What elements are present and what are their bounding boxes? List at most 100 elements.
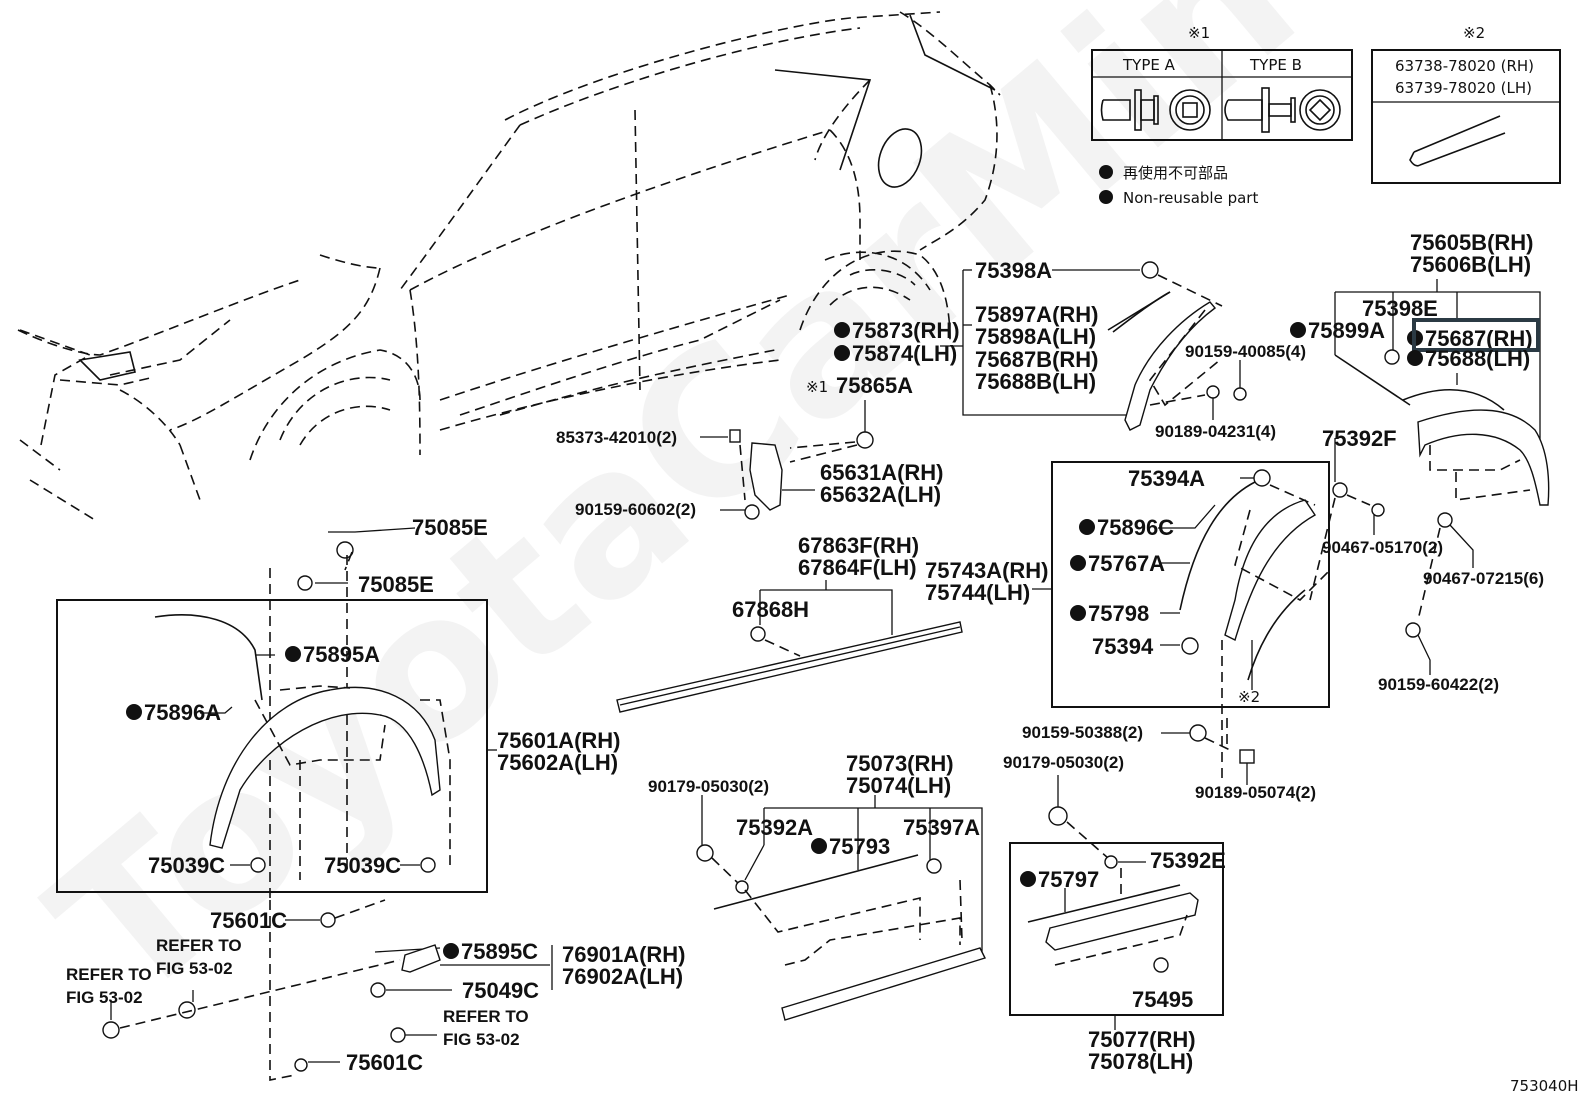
part-label-75895C[interactable]: 75895C <box>461 939 538 964</box>
part-label-67863F[interactable]: 67863F(RH) <box>798 533 919 558</box>
bolt-75085E-2-icon <box>297 575 313 591</box>
part-label-75078[interactable]: 75078(LH) <box>1088 1049 1193 1074</box>
vehicle-body-outline <box>17 11 1001 521</box>
part-label-75392A[interactable]: 75392A <box>736 815 813 840</box>
non-reusable-dot <box>285 646 301 662</box>
non-reusable-dot <box>1070 605 1086 621</box>
non-reusable-dot <box>811 838 827 854</box>
part-label-75601C-1[interactable]: 75601C <box>210 908 287 933</box>
part-label-75073[interactable]: 75073(RH) <box>846 751 954 776</box>
screw-90159-60602-icon <box>744 504 760 520</box>
refer-fig-label-1[interactable]: FIG 53-02 <box>156 959 233 978</box>
part-label-75897A[interactable]: 75897A(RH) <box>975 302 1099 327</box>
refer-to-label-1[interactable]: REFER TO <box>156 936 242 955</box>
rear-wheel-opening-molding-group <box>1334 279 1550 506</box>
part-label-75874[interactable]: 75874(LH) <box>852 341 957 366</box>
refer-fig-label-3[interactable]: FIG 53-02 <box>443 1030 520 1049</box>
part-label-75896C[interactable]: 75896C <box>1097 515 1174 540</box>
legend-note2-box: ※2 63738-78020 (RH) 63739-78020 (LH) <box>1371 24 1561 184</box>
part-label-75495[interactable]: 75495 <box>1132 987 1193 1012</box>
part-label-90189-05074[interactable]: 90189-05074(2) <box>1195 783 1316 802</box>
part-label-75793[interactable]: 75793 <box>829 834 890 859</box>
seal-strip-icon <box>1409 115 1506 167</box>
part-label-75798[interactable]: 75798 <box>1088 601 1149 626</box>
non-reusable-dot <box>1079 519 1095 535</box>
part-label-75392F[interactable]: 75392F <box>1322 426 1397 451</box>
part-label-75896A[interactable]: 75896A <box>144 700 221 725</box>
part-label-75865A[interactable]: 75865A <box>836 373 913 398</box>
grommet-icon <box>178 1001 196 1019</box>
clip-90467-05170-icon <box>1371 503 1385 517</box>
part-label-75873[interactable]: 75873(RH) <box>852 318 960 343</box>
mudguard-group: ※1 75865A <box>700 373 913 520</box>
part-label-75767A[interactable]: 75767A <box>1088 551 1165 576</box>
screw-90159-40085-icon <box>1233 387 1247 401</box>
non-reusable-dot <box>1020 871 1036 887</box>
non-reusable-label-jp: 再使用不可部品 <box>1123 164 1228 182</box>
part-label-75074[interactable]: 75074(LH) <box>846 773 951 798</box>
part-label-76902A[interactable]: 76902A(LH) <box>562 964 683 989</box>
clip-75865A-icon <box>856 431 874 449</box>
part-label-75085E-1[interactable]: 75085E <box>412 515 488 540</box>
non-reusable-dot <box>1070 555 1086 571</box>
clip-75495-icon <box>1153 957 1169 973</box>
clip-75039C-2-icon <box>420 857 436 873</box>
part-label-75895A[interactable]: 75895A <box>303 642 380 667</box>
part-label-75687B[interactable]: 75687B(RH) <box>975 347 1099 372</box>
part-label-75601C-2[interactable]: 75601C <box>346 1050 423 1075</box>
part-label-75898A[interactable]: 75898A(LH) <box>975 324 1096 349</box>
part-label-75602A[interactable]: 75602A(LH) <box>497 750 618 775</box>
part-label-90159-60602[interactable]: 90159-60602(2) <box>575 500 696 519</box>
part-label-75688[interactable]: 75688(LH) <box>1425 346 1530 371</box>
part-label-75077[interactable]: 75077(RH) <box>1088 1027 1196 1052</box>
part-label-75085E-2[interactable]: 75085E <box>358 572 434 597</box>
part-label-90179-05030-1[interactable]: 90179-05030(2) <box>648 777 769 796</box>
part-label-75394A[interactable]: 75394A <box>1128 466 1205 491</box>
mudguard-icon <box>749 442 783 511</box>
type-a-label: TYPE A <box>1122 56 1176 74</box>
part-label-75601A[interactable]: 75601A(RH) <box>497 728 621 753</box>
non-reusable-dot <box>834 322 850 338</box>
part-label-85373-42010[interactable]: 85373-42010(2) <box>556 428 677 447</box>
refer-fig-label-2[interactable]: FIG 53-02 <box>66 988 143 1007</box>
part-label-90467-07215[interactable]: 90467-07215(6) <box>1423 569 1544 588</box>
part-label-75049C[interactable]: 75049C <box>462 978 539 1003</box>
type-b-label: TYPE B <box>1249 56 1302 74</box>
part-label-90189-04231[interactable]: 90189-04231(4) <box>1155 422 1276 441</box>
part-label-75605B[interactable]: 75605B(RH) <box>1410 230 1534 255</box>
part-label-65632A[interactable]: 65632A(LH) <box>820 482 941 507</box>
part-label-75743A[interactable]: 75743A(RH) <box>925 558 1049 583</box>
part-label-67868H[interactable]: 67868H <box>732 597 809 622</box>
part-label-76901A[interactable]: 76901A(RH) <box>562 942 686 967</box>
screw-icon <box>102 1021 120 1039</box>
part-label-75394[interactable]: 75394 <box>1092 634 1154 659</box>
part-label-75797[interactable]: 75797 <box>1038 867 1099 892</box>
part-label-75392E[interactable]: 75392E <box>1150 848 1226 873</box>
clip-75049C-icon <box>370 982 386 998</box>
part-label-67864F[interactable]: 67864F(LH) <box>798 555 917 580</box>
part-label-75687[interactable]: 75687(RH) <box>1425 326 1533 351</box>
part-label-75039C-1[interactable]: 75039C <box>148 853 225 878</box>
mudguard-76901A-icon <box>401 944 441 973</box>
part-label-75606B[interactable]: 75606B(LH) <box>1410 252 1531 277</box>
part-label-65631A[interactable]: 65631A(RH) <box>820 460 944 485</box>
part-label-75039C-2[interactable]: 75039C <box>324 853 401 878</box>
part-label-75899A[interactable]: 75899A <box>1308 318 1385 343</box>
highlighted-part-box <box>1412 318 1540 352</box>
part-label-90159-60422[interactable]: 90159-60422(2) <box>1378 675 1499 694</box>
part-label-75398A[interactable]: 75398A <box>975 258 1052 283</box>
refer-to-label-3[interactable]: REFER TO <box>443 1007 529 1026</box>
clip-90179-05030-1-icon <box>696 844 714 862</box>
part-label-75744[interactable]: 75744(LH) <box>925 580 1030 605</box>
clip-75394A-icon <box>1253 469 1271 487</box>
non-reusable-dot <box>834 345 850 361</box>
part-label-90159-50388[interactable]: 90159-50388(2) <box>1022 723 1143 742</box>
part-label-75398E[interactable]: 75398E <box>1362 296 1438 321</box>
part-label-90467-05170[interactable]: 90467-05170(2) <box>1322 538 1443 557</box>
part-label-75688B[interactable]: 75688B(LH) <box>975 369 1096 394</box>
refer-to-label-2[interactable]: REFER TO <box>66 965 152 984</box>
part-label-75397A[interactable]: 75397A <box>903 815 980 840</box>
screw-90159-60422-icon <box>1405 622 1421 638</box>
part-label-90159-40085[interactable]: 90159-40085(4) <box>1185 342 1306 361</box>
part-label-90179-05030-2[interactable]: 90179-05030(2) <box>1003 753 1124 772</box>
